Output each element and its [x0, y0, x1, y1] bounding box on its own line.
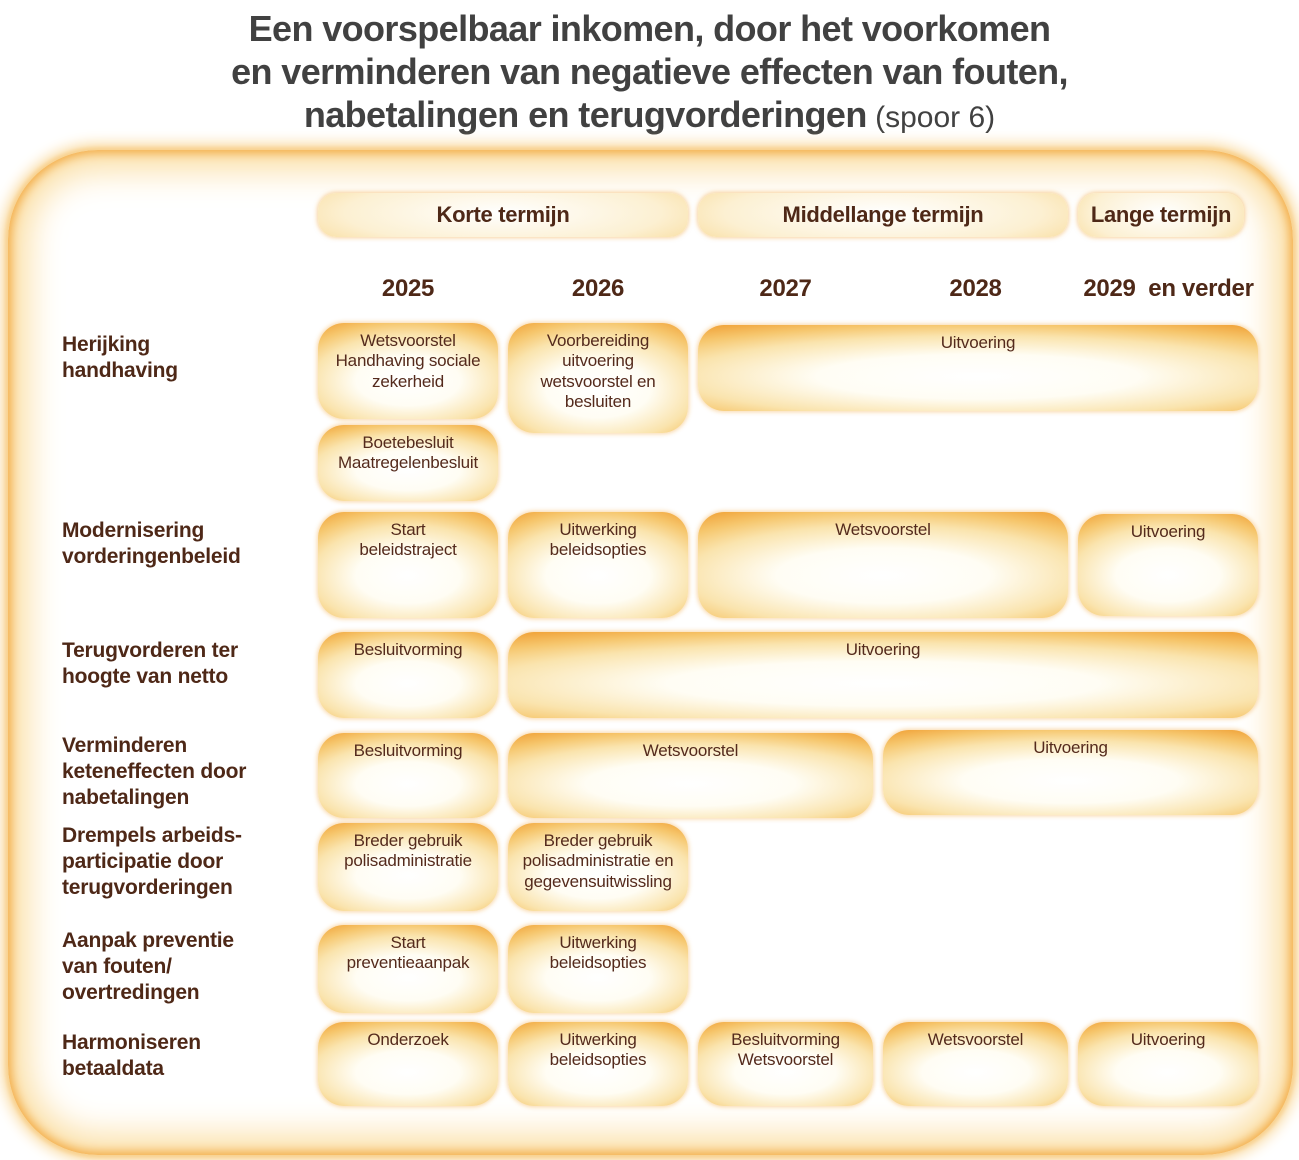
bar-preventie-start-preventieaanpak: Start preventieaanpak: [318, 925, 498, 1013]
year-label-2025: 2025: [381, 275, 435, 302]
row-label-verminderen-keteneffecten: Verminderen keteneffecten door nabetalin…: [62, 734, 247, 810]
bar-harmoniseren-besluitvorming-wetsvoorstel: Besluitvorming Wetsvoorstel: [698, 1022, 873, 1106]
row-label-harmoniseren-betaaldata: Harmoniseren betaaldata: [62, 1031, 201, 1081]
row-label-drempels-arbeidsparticipatie: Drempels arbeids- participatie door teru…: [62, 824, 242, 900]
bar-herijking-voorbereiding-uitvoering: Voorbereiding uitvoering wetsvoorstel en…: [508, 323, 688, 433]
bar-keteneffecten-uitvoering: Uitvoering: [883, 730, 1258, 815]
term-pill-middellange-termijn: Middellange termijn: [698, 193, 1068, 237]
row-label-terugvorderen-ter-hoogte-van-netto: Terugvorderen ter hoogte van netto: [62, 639, 238, 689]
term-pill-lange-termijn: Lange termijn: [1078, 193, 1244, 237]
bar-keteneffecten-wetsvoorstel: Wetsvoorstel: [508, 733, 873, 818]
row-label-aanpak-preventie: Aanpak preventie van fouten/ overtreding…: [62, 929, 234, 1005]
bar-modernisering-wetsvoorstel: Wetsvoorstel: [698, 512, 1068, 618]
bar-harmoniseren-uitvoering: Uitvoering: [1078, 1022, 1258, 1106]
row-label-modernisering-vorderingenbeleid: Modernisering vorderingenbeleid: [62, 519, 241, 569]
bar-terugvorderen-uitvoering: Uitvoering: [508, 632, 1258, 718]
bar-harmoniseren-onderzoek: Onderzoek: [318, 1022, 498, 1106]
title-line-1: Een voorspelbaar inkomen, door het voork…: [248, 8, 1051, 49]
title-line-3-bold: nabetalingen en terugvorderingen: [303, 93, 867, 135]
bar-harmoniseren-uitwerking-beleidsopties: Uitwerking beleidsopties: [508, 1022, 688, 1106]
term-pill-korte-termijn: Korte termijn: [318, 193, 688, 237]
bar-modernisering-uitvoering: Uitvoering: [1078, 514, 1258, 616]
bar-terugvorderen-besluitvorming: Besluitvorming: [318, 632, 498, 718]
roadmap-board: Korte termijn Middellange termijn Lange …: [8, 150, 1293, 1155]
year-label-2029-en-verder: 2029 en verder: [1083, 275, 1254, 302]
year-label-2028: 2028: [949, 275, 1002, 302]
bar-herijking-boetebesluit-maatregelenbesluit: Boetebesluit Maatregelenbesluit: [318, 425, 498, 501]
bar-modernisering-uitwerking-beleidsopties: Uitwerking beleidsopties: [508, 512, 688, 618]
title-line-2: en verminderen van negatieve effecten va…: [231, 50, 1068, 92]
bar-preventie-uitwerking-beleidsopties: Uitwerking beleidsopties: [508, 925, 688, 1013]
row-label-herijking-handhaving: Herijking handhaving: [62, 333, 178, 383]
bar-harmoniseren-wetsvoorstel: Wetsvoorstel: [883, 1022, 1068, 1106]
year-label-2027: 2027: [759, 275, 812, 302]
bar-drempels-breder-gebruik-gegevensuitwissling: Breder gebruik polisadministratie en geg…: [508, 823, 688, 911]
bar-keteneffecten-besluitvorming: Besluitvorming: [318, 733, 498, 818]
bar-herijking-uitvoering: Uitvoering: [698, 325, 1258, 411]
bar-modernisering-start-beleidstraject: Start beleidstraject: [318, 512, 498, 618]
title-suffix: (spoor 6): [866, 100, 996, 134]
bar-drempels-breder-gebruik-polisadministratie: Breder gebruik polisadministratie: [318, 823, 498, 911]
title-line-3: nabetalingen en terugvorderingen (spoor …: [0, 94, 1299, 137]
year-label-2026: 2026: [571, 275, 625, 302]
bar-herijking-wetsvoorstel-handhaving: Wetsvoorstel Handhaving sociale zekerhei…: [318, 323, 498, 419]
page-title: Een voorspelbaar inkomen, door het voork…: [0, 8, 1299, 136]
